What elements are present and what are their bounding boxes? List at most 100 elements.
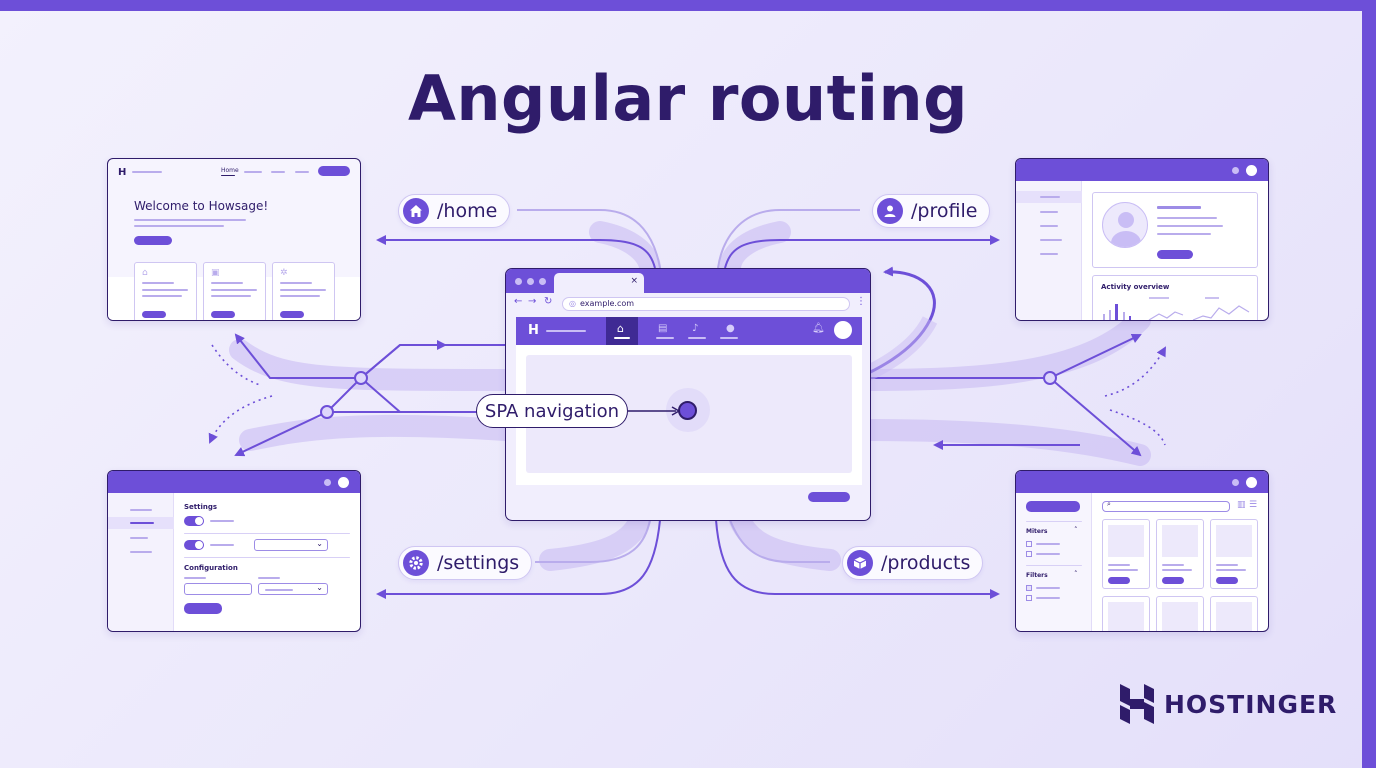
arrow-settings-out bbox=[376, 519, 661, 599]
card-button[interactable] bbox=[211, 311, 235, 318]
grid-view-icon[interactable]: ▥ bbox=[1237, 500, 1246, 510]
nav-profile-icon[interactable]: ♪ bbox=[692, 323, 699, 334]
home-nav-cta-button[interactable] bbox=[318, 166, 350, 176]
sidebar-item[interactable] bbox=[130, 537, 148, 539]
sidebar-item[interactable] bbox=[130, 551, 152, 553]
filter-checkbox[interactable] bbox=[1026, 585, 1032, 591]
filter-heading-2: Filters bbox=[1026, 572, 1048, 579]
home-icon: ⌂ bbox=[617, 322, 624, 335]
tab-close-icon[interactable]: × bbox=[630, 276, 638, 286]
profile-detail-line bbox=[1157, 217, 1217, 219]
toggle-switch[interactable] bbox=[184, 540, 204, 550]
products-search-input[interactable]: ⌕ bbox=[1102, 500, 1230, 512]
card-line bbox=[280, 295, 320, 297]
settings-page-window: Settings ⌄ Configuration ⌄ bbox=[107, 470, 361, 632]
window-avatar-dot bbox=[338, 477, 349, 488]
config-input[interactable] bbox=[184, 583, 252, 595]
window-avatar-dot bbox=[1246, 165, 1257, 176]
sidebar-item[interactable] bbox=[1040, 211, 1058, 213]
avatar[interactable] bbox=[834, 321, 852, 339]
avatar bbox=[1102, 202, 1148, 248]
top-accent-bar bbox=[0, 0, 1376, 11]
card-line bbox=[142, 295, 182, 297]
sidebar-item[interactable] bbox=[1040, 196, 1060, 198]
product-card[interactable] bbox=[1210, 596, 1258, 631]
home-nav-link-3[interactable] bbox=[271, 171, 285, 173]
chevron-up-icon[interactable]: ˄ bbox=[1074, 526, 1078, 534]
nav-active-home[interactable]: ⌂ bbox=[606, 317, 638, 345]
card-button[interactable] bbox=[280, 311, 304, 318]
route-pill-products[interactable]: /products bbox=[842, 546, 984, 580]
divider bbox=[184, 533, 350, 534]
arrow-profile-in bbox=[717, 209, 860, 269]
home-card-2[interactable]: ▣ bbox=[203, 262, 266, 320]
configuration-heading: Configuration bbox=[184, 564, 238, 572]
refresh-icon[interactable]: ↻ bbox=[544, 296, 553, 307]
product-card[interactable] bbox=[1156, 596, 1204, 631]
config-dropdown[interactable]: ⌄ bbox=[258, 583, 328, 595]
toggle-label-line bbox=[210, 520, 234, 522]
product-card[interactable] bbox=[1156, 519, 1204, 589]
product-card[interactable] bbox=[1102, 596, 1150, 631]
chevron-up-icon[interactable]: ˄ bbox=[1074, 570, 1078, 578]
bell-icon[interactable]: 🔔︎ bbox=[812, 323, 825, 334]
add-to-cart-button[interactable] bbox=[1162, 577, 1184, 584]
home-icon bbox=[403, 198, 429, 224]
home-card-1[interactable]: ⌂ bbox=[134, 262, 197, 320]
config-label-line bbox=[258, 577, 280, 579]
sidebar-item[interactable] bbox=[130, 522, 154, 524]
dotted-top-left bbox=[211, 344, 261, 386]
products-primary-button[interactable] bbox=[1026, 501, 1080, 512]
window-dot bbox=[539, 278, 546, 285]
home-card-3[interactable]: ✲ bbox=[272, 262, 335, 320]
sidebar-item[interactable] bbox=[1040, 253, 1058, 255]
route-pill-home[interactable]: /home bbox=[398, 194, 511, 228]
sidebar-item[interactable] bbox=[1040, 239, 1062, 241]
nav-products-icon[interactable]: ▤ bbox=[658, 323, 668, 334]
menu-kebab-icon[interactable]: ⋮ bbox=[856, 296, 866, 307]
back-icon[interactable]: ← bbox=[514, 296, 523, 307]
user-icon bbox=[877, 198, 903, 224]
toggle-switch[interactable] bbox=[184, 516, 204, 526]
product-card[interactable] bbox=[1210, 519, 1258, 589]
center-action-button[interactable] bbox=[808, 492, 850, 502]
route-pill-settings[interactable]: /settings bbox=[398, 546, 533, 580]
settings-dropdown[interactable]: ⌄ bbox=[254, 539, 328, 551]
route-pill-profile[interactable]: /profile bbox=[872, 194, 991, 228]
add-to-cart-button[interactable] bbox=[1216, 577, 1238, 584]
home-nav-link-2[interactable] bbox=[244, 171, 262, 173]
activity-card: Activity overview bbox=[1092, 275, 1258, 320]
nav-line bbox=[720, 337, 738, 339]
settings-save-button[interactable] bbox=[184, 603, 222, 614]
nav-settings-icon[interactable]: ● bbox=[726, 323, 735, 334]
home-get-started-button[interactable] bbox=[134, 236, 172, 245]
profile-edit-button[interactable] bbox=[1157, 250, 1193, 259]
filter-checkbox[interactable] bbox=[1026, 595, 1032, 601]
browser-tab[interactable]: × bbox=[554, 273, 644, 293]
home-nav-link-4[interactable] bbox=[295, 171, 309, 173]
spa-arrow bbox=[628, 406, 681, 416]
product-card[interactable] bbox=[1102, 519, 1150, 589]
add-to-cart-button[interactable] bbox=[1108, 577, 1130, 584]
sidebar-item[interactable] bbox=[130, 509, 152, 511]
toggle-label-line bbox=[210, 544, 234, 546]
band-top-left bbox=[589, 221, 661, 279]
gear-icon bbox=[403, 550, 429, 576]
band-right-lower bbox=[859, 419, 1151, 466]
route-profile-label: /profile bbox=[911, 200, 978, 222]
hostinger-brand: HOSTINGER bbox=[1120, 684, 1337, 724]
card-line bbox=[211, 295, 251, 297]
divider bbox=[1026, 521, 1082, 522]
url-bar[interactable]: ◎ example.com bbox=[562, 297, 850, 311]
card-button[interactable] bbox=[142, 311, 166, 318]
forward-icon[interactable]: → bbox=[528, 296, 537, 307]
profile-card bbox=[1092, 192, 1258, 268]
filter-checkbox[interactable] bbox=[1026, 541, 1032, 547]
home-nav-home[interactable]: Home bbox=[221, 167, 239, 174]
sidebar-item[interactable] bbox=[1040, 225, 1058, 227]
list-view-icon[interactable]: ☰ bbox=[1249, 500, 1258, 510]
filter-checkbox[interactable] bbox=[1026, 551, 1032, 557]
window-dot bbox=[527, 278, 534, 285]
card-line bbox=[280, 282, 312, 284]
url-text: example.com bbox=[580, 299, 635, 308]
